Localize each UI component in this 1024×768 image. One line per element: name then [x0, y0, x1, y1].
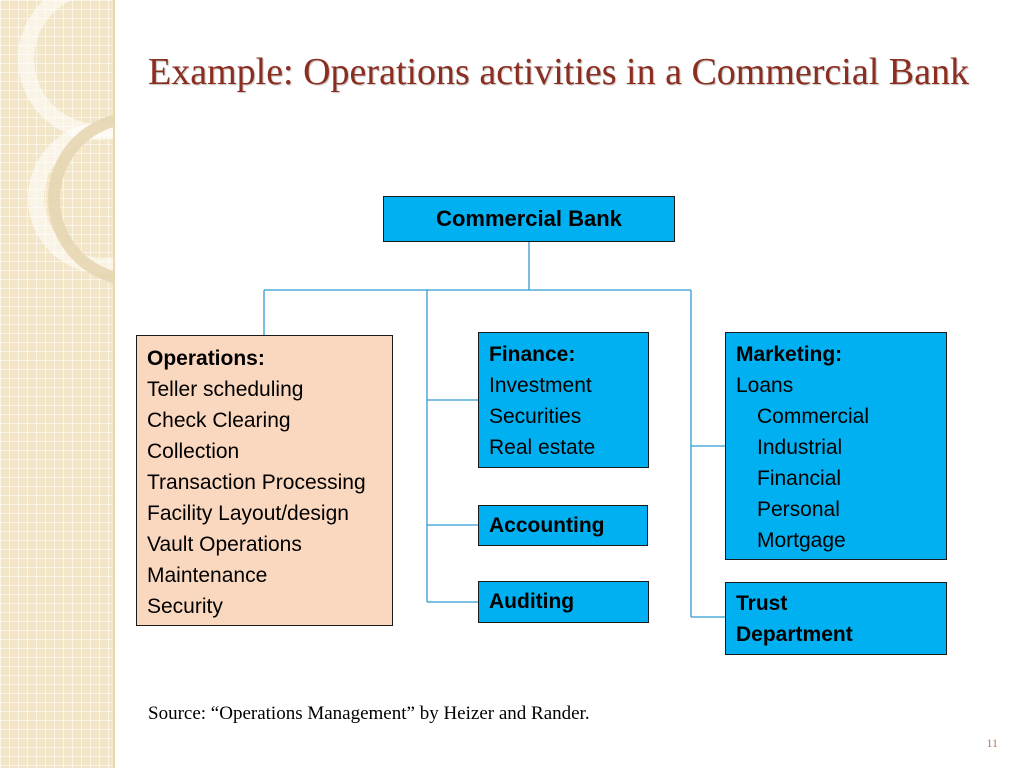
node-label-line: Department — [736, 623, 853, 646]
list-sub-item: Industrial — [757, 436, 843, 459]
page-number: 11 — [986, 736, 998, 750]
node-heading: Operations: — [147, 347, 265, 370]
list-item: Teller scheduling — [147, 378, 304, 401]
node-finance: Finance: Investment Securities Real esta… — [478, 332, 649, 468]
list-item: Investment — [489, 374, 592, 397]
source-citation: Source: “Operations Management” by Heize… — [148, 703, 590, 724]
list-sub-item: Mortgage — [757, 529, 846, 552]
node-heading: Marketing: — [736, 343, 843, 366]
list-item: Facility Layout/design — [147, 502, 349, 525]
node-marketing: Marketing: Loans Commercial Industrial F… — [725, 332, 947, 560]
list-item: Securities — [489, 405, 582, 428]
list-sub-item: Personal — [757, 498, 840, 521]
list-sub-item: Commercial — [757, 405, 870, 428]
node-label: Accounting — [489, 514, 605, 537]
list-item: Real estate — [489, 436, 596, 459]
node-commercial-bank: Commercial Bank — [383, 196, 675, 242]
slide-title: Example: Operations activities in a Comm… — [148, 51, 969, 93]
list-item: Loans — [736, 374, 794, 397]
node-label-line: Trust — [736, 592, 788, 615]
list-sub-item: Financial — [757, 467, 842, 490]
list-item: Check Clearing — [147, 409, 291, 432]
decorative-side-band — [0, 0, 115, 768]
node-heading: Finance: — [489, 343, 576, 366]
list-item: Security — [147, 595, 223, 618]
list-item: Transaction Processing — [147, 471, 366, 494]
node-label: Commercial Bank — [436, 206, 622, 231]
node-accounting: Accounting — [478, 505, 648, 546]
node-operations: Operations: Teller scheduling Check Clea… — [136, 335, 393, 626]
list-item: Collection — [147, 440, 240, 463]
list-item: Maintenance — [147, 564, 268, 587]
node-label: Auditing — [489, 590, 575, 613]
list-item: Vault Operations — [147, 533, 302, 556]
node-trust-department: Trust Department — [725, 582, 947, 655]
node-auditing: Auditing — [478, 581, 649, 623]
